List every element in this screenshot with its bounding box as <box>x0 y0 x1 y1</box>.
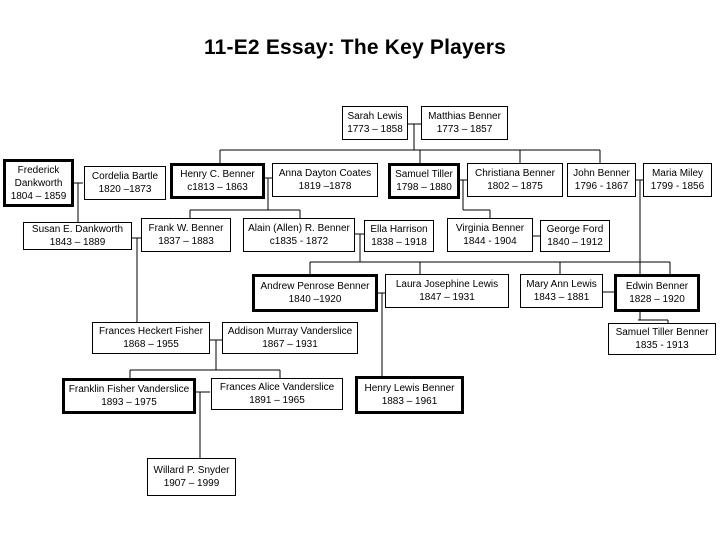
person-edwin-benner: Edwin Benner 1828 – 1920 <box>614 274 700 312</box>
person-frances-heckert-fisher: Frances Heckert Fisher 1868 – 1955 <box>92 322 210 354</box>
person-christiana-benner: Christiana Benner 1802 – 1875 <box>467 163 563 197</box>
person-dates: 1867 – 1931 <box>262 339 318 350</box>
person-dates: 1840 –1920 <box>288 294 342 305</box>
person-dates: c1813 – 1863 <box>187 182 248 193</box>
person-name: Laura Josephine Lewis <box>395 279 499 290</box>
person-frank-w-benner: Frank W. Benner 1837 – 1883 <box>141 218 231 252</box>
person-name: Edwin Benner <box>625 281 689 292</box>
person-dates: 1883 – 1961 <box>381 396 438 407</box>
person-name: George Ford <box>546 224 604 235</box>
person-dates: 1828 – 1920 <box>629 294 685 305</box>
person-laura-josephine-lewis: Laura Josephine Lewis 1847 – 1931 <box>385 274 509 308</box>
person-dates: 1796 - 1867 <box>574 181 629 192</box>
person-name: Anna Dayton Coates <box>278 168 372 179</box>
person-john-benner: John Benner 1796 - 1867 <box>567 163 636 197</box>
person-susan-e-dankworth: Susan E. Dankworth 1843 – 1889 <box>23 222 132 250</box>
person-name: John Benner <box>573 168 630 179</box>
person-name: Samuel Tiller <box>395 169 453 180</box>
person-samuel-tiller: Samuel Tiller 1798 – 1880 <box>388 163 460 199</box>
person-name: Frank W. Benner <box>148 223 224 234</box>
person-name: Maria Miley <box>651 168 704 179</box>
person-dates: 1891 – 1965 <box>249 395 305 406</box>
person-dates: 1844 - 1904 <box>463 236 517 247</box>
person-dates: 1847 – 1931 <box>419 292 475 303</box>
person-name: Addison Murray Vanderslice <box>227 326 353 337</box>
person-name: Henry Lewis Benner <box>364 383 455 394</box>
person-maria-miley: Maria Miley 1799 - 1856 <box>643 163 712 197</box>
person-andrew-penrose-benner: Andrew Penrose Benner 1840 –1920 <box>252 274 378 312</box>
person-george-ford: George Ford 1840 – 1912 <box>540 220 610 252</box>
person-frances-alice-vanderslice: Frances Alice Vanderslice 1891 – 1965 <box>211 378 343 410</box>
person-franklin-fisher-vanderslice: Franklin Fisher Vanderslice 1893 – 1975 <box>62 378 196 414</box>
person-name: Henry C. Benner <box>180 169 255 180</box>
person-samuel-tiller-benner: Samuel Tiller Benner 1835 - 1913 <box>608 323 716 355</box>
person-henry-c-benner: Henry C. Benner c1813 – 1863 <box>170 163 265 199</box>
person-mary-ann-lewis: Mary Ann Lewis 1843 – 1881 <box>520 274 603 308</box>
person-dates: 1798 – 1880 <box>396 182 452 193</box>
person-dates: 1820 –1873 <box>98 184 152 195</box>
person-name: Matthias Benner <box>428 111 501 122</box>
person-alain-allen-r-benner: Alain (Allen) R. Benner c1835 - 1872 <box>243 218 355 252</box>
person-name: Andrew Penrose Benner <box>260 281 370 292</box>
person-dates: 1843 – 1889 <box>49 237 106 248</box>
person-dates: 1804 – 1859 <box>10 190 67 202</box>
person-dates: c1835 - 1872 <box>269 236 329 247</box>
person-name: Frances Alice Vanderslice <box>219 382 335 393</box>
person-dates: 1893 – 1975 <box>101 397 157 408</box>
person-ella-harrison: Ella Harrison 1838 – 1918 <box>364 220 434 252</box>
person-name: Sarah Lewis <box>347 111 403 122</box>
person-dates: 1773 – 1858 <box>347 124 403 135</box>
person-addison-murray-vanderslice: Addison Murray Vanderslice 1867 – 1931 <box>222 322 358 354</box>
person-name: Franklin Fisher Vanderslice <box>68 384 190 395</box>
person-willard-p-snyder: Willard P. Snyder 1907 – 1999 <box>147 458 236 496</box>
person-dates: 1835 - 1913 <box>635 340 689 351</box>
person-name: Christiana Benner <box>474 168 556 179</box>
person-anna-dayton-coates: Anna Dayton Coates 1819 –1878 <box>272 163 378 197</box>
person-name: Mary Ann Lewis <box>526 279 597 290</box>
person-name: Willard P. Snyder <box>153 465 230 476</box>
person-name: Samuel Tiller Benner <box>615 327 709 338</box>
person-virginia-benner: Virginia Benner 1844 - 1904 <box>447 218 533 252</box>
person-name: Cordelia Bartle <box>91 171 159 182</box>
person-sarah-lewis: Sarah Lewis 1773 – 1858 <box>342 106 408 140</box>
person-dates: 1799 - 1856 <box>650 181 705 192</box>
person-name: Alain (Allen) R. Benner <box>248 223 350 234</box>
person-dates: 1838 – 1918 <box>371 237 427 248</box>
person-dates: 1868 – 1955 <box>123 339 179 350</box>
person-dates: 1837 – 1883 <box>158 236 214 247</box>
person-dates: 1802 – 1875 <box>487 181 543 192</box>
person-henry-lewis-benner: Henry Lewis Benner 1883 – 1961 <box>355 376 464 414</box>
person-cordelia-bartle: Cordelia Bartle 1820 –1873 <box>84 166 166 200</box>
person-dates: 1840 – 1912 <box>547 237 603 248</box>
person-name: Virginia Benner <box>455 223 525 234</box>
page-title: 11-E2 Essay: The Key Players <box>203 36 507 59</box>
person-matthias-benner: Matthias Benner 1773 – 1857 <box>421 106 508 140</box>
person-name: Ella Harrison <box>370 224 428 235</box>
person-name: Frederick Dankworth <box>14 164 63 189</box>
person-name: Susan E. Dankworth <box>31 224 124 235</box>
person-dates: 1773 – 1857 <box>436 124 493 135</box>
person-dates: 1907 – 1999 <box>163 478 220 489</box>
person-name: Frances Heckert Fisher <box>99 326 203 337</box>
person-frederick-dankworth: Frederick Dankworth 1804 – 1859 <box>3 159 74 207</box>
person-dates: 1819 –1878 <box>298 181 352 192</box>
person-dates: 1843 – 1881 <box>533 292 590 303</box>
